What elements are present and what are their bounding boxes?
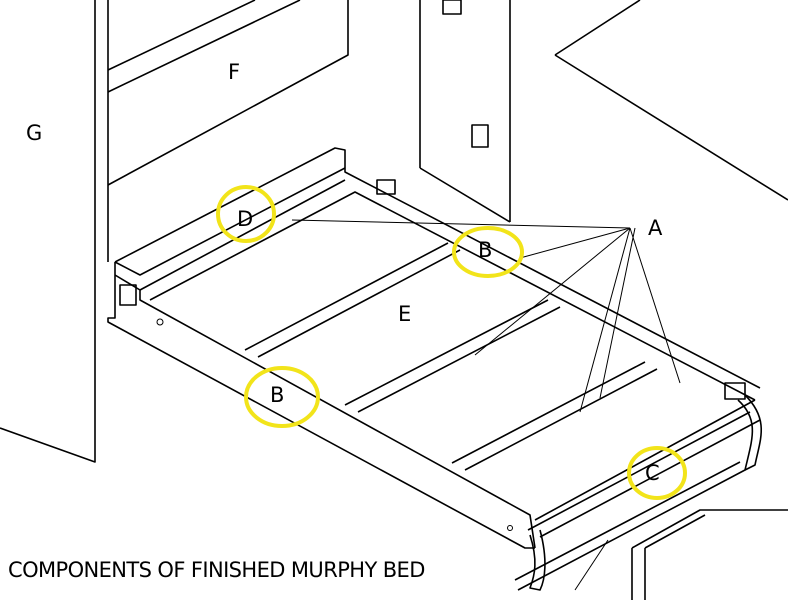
side-panel-g <box>0 0 109 463</box>
label-c: C <box>645 461 660 485</box>
right-furniture <box>554 0 788 600</box>
label-e: E <box>398 302 411 326</box>
label-a: A <box>648 216 663 240</box>
label-f: F <box>228 60 240 84</box>
diagram-caption: COMPONENTS OF FINISHED MURPHY BED <box>8 558 425 582</box>
highlight-circle-b-front <box>244 366 320 428</box>
highlight-circle-d <box>216 185 276 243</box>
label-b-front: B <box>270 383 284 407</box>
headboard-panel-f <box>107 0 349 186</box>
label-d: D <box>237 207 253 231</box>
back-upright <box>376 0 511 223</box>
bed-frame <box>107 147 763 591</box>
highlight-circle-c <box>627 446 687 500</box>
label-b-top: B <box>478 238 492 262</box>
label-g: G <box>26 121 42 145</box>
highlight-circle-b-top <box>452 226 524 278</box>
callout-arrows-a <box>291 219 681 591</box>
